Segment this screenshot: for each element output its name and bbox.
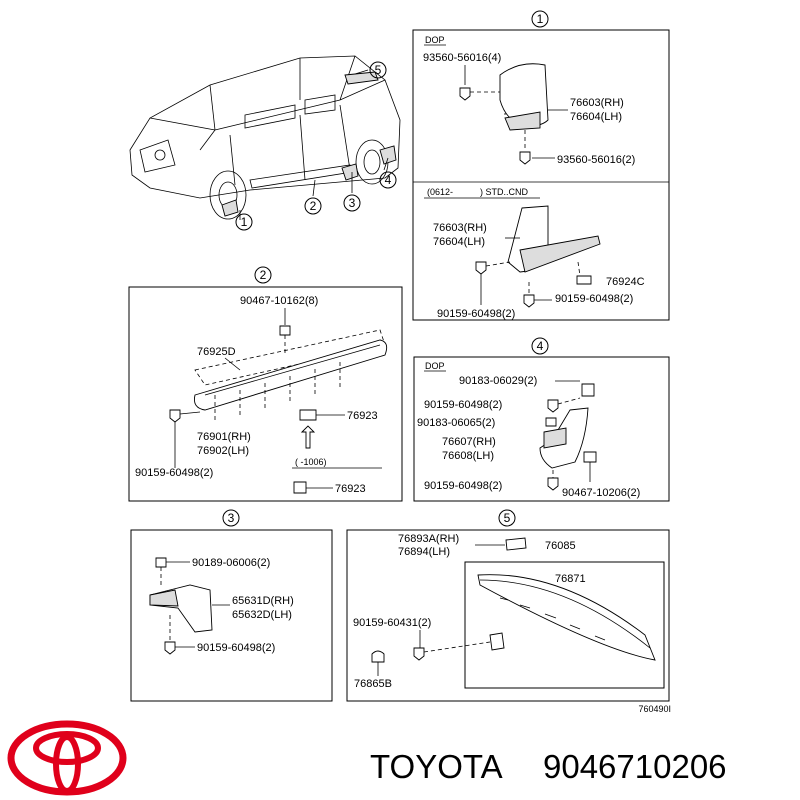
toyota-logo (7, 720, 127, 796)
bolt-icon (519, 151, 531, 165)
part-label: 90467-10206(2) (562, 487, 640, 499)
dop-label: DOP (425, 35, 445, 45)
screw-icon (169, 409, 181, 423)
bolt-top-label: 93560-56016(4) (423, 52, 501, 64)
callout-5-car: 5 (369, 61, 387, 79)
part-label: ) STD..CND (480, 187, 528, 197)
part-label: 76603(RH) (570, 97, 624, 109)
part-label: 76925D (197, 346, 236, 358)
spoiler-icon (477, 574, 656, 661)
part-label: 76603(RH) (433, 222, 487, 234)
figure-reference: 760490I (638, 704, 671, 714)
part-label: 2 (310, 199, 317, 213)
part-label: 76893A(RH) (398, 533, 459, 545)
part-label: 76865B (354, 678, 392, 690)
arrow-up-icon (300, 425, 316, 449)
part-label: 65631D(RH) (232, 595, 294, 607)
panel-5: 5 76893A(RH) 76894(LH) 76085 76871 90159… (346, 509, 671, 714)
clip-icon (545, 417, 557, 427)
part-label: 76894(LH) (398, 546, 450, 558)
part-label: 93560-56016(2) (557, 154, 635, 166)
part-label: 76085 (545, 540, 576, 552)
part-label: 4 (385, 173, 392, 187)
spoiler-frame (464, 561, 665, 689)
part-label: 90159-60498(2) (424, 480, 502, 492)
part-label: 76924C (606, 276, 645, 288)
clip-icon (583, 451, 597, 463)
clip-icon (576, 275, 592, 285)
part-label: (0612- (427, 187, 453, 197)
part-label: 90467-10162(8) (240, 295, 318, 307)
part-label: 65632D(LH) (232, 609, 292, 621)
callout-4-car: 4 (379, 171, 397, 189)
part-label: 90159-60498(2) (424, 399, 502, 411)
part-label: 90159-60498(2) (437, 308, 515, 320)
panel-2: 2 90467-10162(8) 76925D 76901(RH) 76902(… (128, 266, 403, 502)
callout-3-car: 3 (343, 194, 361, 212)
part-label: 76902(LH) (197, 445, 249, 457)
screw-icon (164, 641, 176, 655)
part-label: 2 (260, 268, 267, 282)
part-label: 90159-60498(2) (555, 293, 633, 305)
car-illustration (129, 55, 401, 220)
part-label: 76923 (347, 410, 378, 422)
part-label: 5 (375, 63, 382, 77)
part-label: 76901(RH) (197, 431, 251, 443)
part-label: 90189-06006(2) (192, 557, 270, 569)
part-label: 3 (349, 196, 356, 210)
clip-icon (155, 557, 167, 568)
part-label: 76923 (335, 483, 366, 495)
screw-icon (523, 294, 535, 308)
panel-3: 3 90189-06006(2) 65631D(RH) 65632D(LH) 9… (130, 509, 333, 702)
part-label: 76607(RH) (442, 436, 496, 448)
panel-1: 1 DOP 93560-56016(4) 76603(RH) 76604(LH)… (412, 10, 670, 321)
part-label: 90183-06029(2) (459, 375, 537, 387)
screw-icon (547, 399, 559, 413)
part-label: 4 (537, 339, 544, 353)
screw-icon (547, 477, 559, 491)
bracket-icon (489, 632, 505, 651)
retainer-icon (299, 409, 317, 421)
part-label: 90159-60431(2) (353, 617, 431, 629)
part-label: 90183-06065(2) (417, 417, 495, 429)
part-label: 76871 (555, 573, 586, 585)
part-label: ( -1006) (295, 457, 327, 467)
clip-icon (279, 325, 291, 336)
part-label: 76604(LH) (570, 111, 622, 123)
seal-icon (371, 650, 385, 663)
rocker-panel (194, 339, 388, 411)
part-label: 76608(LH) (442, 450, 494, 462)
part-number: 9046710206 (543, 748, 727, 785)
part-label: 5 (504, 511, 511, 525)
retainer-icon (293, 481, 307, 494)
clip-icon (581, 383, 595, 397)
bolt-icon (459, 87, 471, 101)
panel-1-callout: 1 (537, 12, 544, 26)
callout-1-label: 1 (241, 215, 248, 229)
part-label: DOP (425, 361, 445, 371)
part-label: 3 (228, 511, 235, 525)
screw-icon (413, 647, 425, 661)
stay-icon (505, 537, 527, 551)
callout-1-car: 1 (235, 213, 253, 231)
part-label: 90159-60498(2) (197, 642, 275, 654)
part-label: 90159-60498(2) (135, 467, 213, 479)
mudflap-icon (149, 584, 213, 633)
panel-4: 4 DOP 90183-06029(2) 90159-60498(2) 9018… (413, 337, 670, 502)
part-label: 76604(LH) (433, 236, 485, 248)
brand-name: TOYOTA (370, 748, 503, 785)
callout-2-car: 2 (304, 197, 322, 215)
screw-icon (475, 261, 487, 275)
